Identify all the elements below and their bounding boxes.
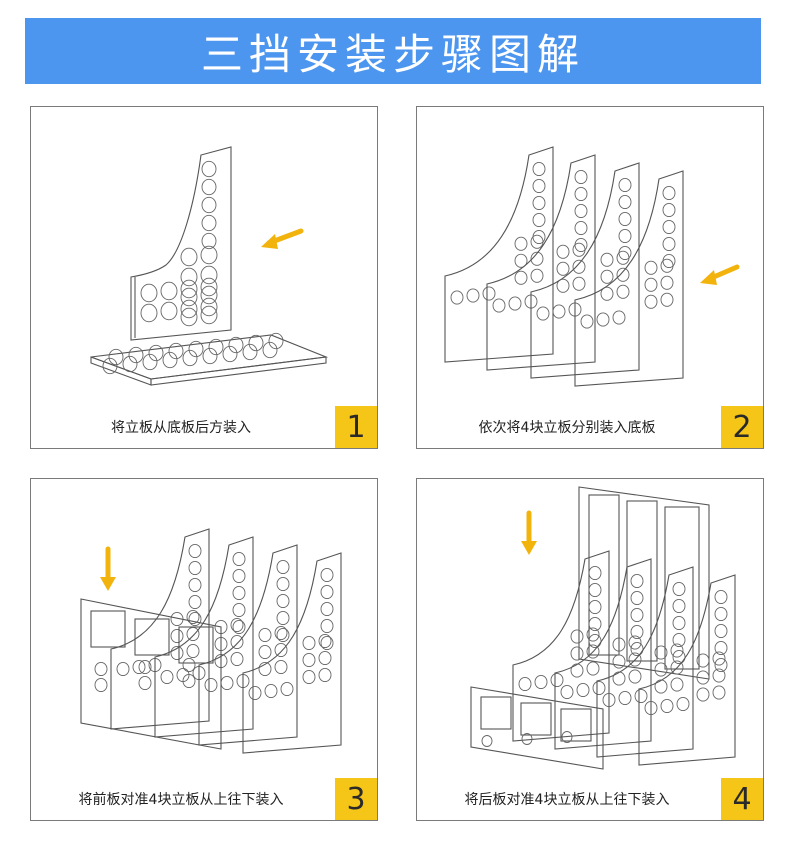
- header-banner: 三挡安装步骤图解: [25, 18, 761, 84]
- arrow-down-icon: [521, 510, 537, 555]
- arrow-left-icon: [261, 228, 304, 249]
- step-number-badge: 3: [335, 778, 377, 820]
- step-caption: 将后板对准4块立板从上往下装入: [464, 792, 670, 808]
- step-panel-1: 将立板从底板后方装入 1: [30, 106, 378, 449]
- step-panel-4: 将后板对准4块立板从上往下装入 4: [416, 478, 764, 821]
- step-panel-3: 将前板对准4块立板从上往下装入 3: [30, 478, 378, 821]
- step-caption: 依次将4块立板分别装入底板: [478, 420, 656, 436]
- arrow-left-icon: [700, 264, 740, 285]
- step-4-illustration: [470, 486, 736, 770]
- step-caption: 将前板对准4块立板从上往下装入: [78, 792, 284, 808]
- step-panel-2: 依次将4块立板分别装入底板 2: [416, 106, 764, 449]
- page-title: 三挡安装步骤图解: [200, 29, 585, 79]
- step-number-badge: 4: [721, 778, 763, 820]
- step-caption: 将立板从底板后方装入: [111, 420, 251, 436]
- step-2-illustration: [444, 146, 740, 387]
- step-number-badge: 1: [335, 406, 377, 448]
- step-number-badge: 2: [721, 406, 763, 448]
- step-1-illustration: [90, 146, 329, 386]
- arrow-down-icon: [100, 546, 116, 591]
- step-3-illustration: [80, 528, 342, 754]
